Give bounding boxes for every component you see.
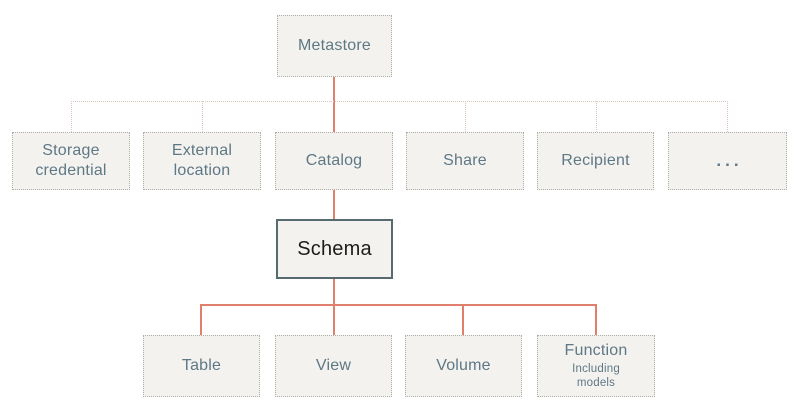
connector-top-horizontal [71, 101, 728, 102]
node-label: Recipient [561, 152, 630, 169]
node-sublabel: Including models [572, 363, 620, 389]
connector-top-drop-share [465, 101, 466, 132]
connector-top-drop-storage-credential [71, 101, 72, 132]
connector-top-drop-ellipsis [727, 101, 728, 132]
node-ellipsis: ... [668, 132, 787, 190]
connector-bottom-drop-table [200, 304, 202, 335]
node-external-location: External location [143, 132, 261, 190]
node-schema: Schema [276, 219, 393, 279]
node-label: External location [171, 142, 233, 179]
node-label: ... [716, 151, 743, 171]
node-share: Share [406, 132, 524, 190]
node-table: Table [143, 335, 260, 397]
connector-catalog-schema-vertical [333, 190, 335, 219]
node-label: Function [564, 342, 628, 360]
node-label: Volume [436, 357, 491, 374]
node-storage-credential: Storage credential [12, 132, 130, 190]
node-metastore: Metastore [277, 15, 392, 77]
connector-bottom-horizontal [201, 304, 597, 306]
node-label: View [315, 357, 352, 374]
node-label: Share [443, 152, 487, 169]
node-label: Table [181, 357, 222, 374]
node-volume: Volume [405, 335, 522, 397]
connector-metastore-catalog-vertical [333, 77, 335, 132]
connector-top-drop-recipient [596, 101, 597, 132]
node-label: Catalog [305, 152, 363, 169]
node-recipient: Recipient [537, 132, 654, 190]
node-label: Storage credential [35, 142, 107, 179]
connector-bottom-drop-function [595, 304, 597, 335]
connector-bottom-drop-volume [462, 304, 464, 335]
connector-bottom-drop-view [333, 304, 335, 335]
connector-top-drop-external-location [202, 101, 203, 132]
node-function: Function Including models [537, 335, 655, 397]
connector-schema-down-vertical [333, 279, 335, 304]
node-view: View [275, 335, 392, 397]
node-label: Schema [297, 237, 372, 260]
node-label: Metastore [298, 37, 371, 54]
node-catalog: Catalog [275, 132, 393, 190]
